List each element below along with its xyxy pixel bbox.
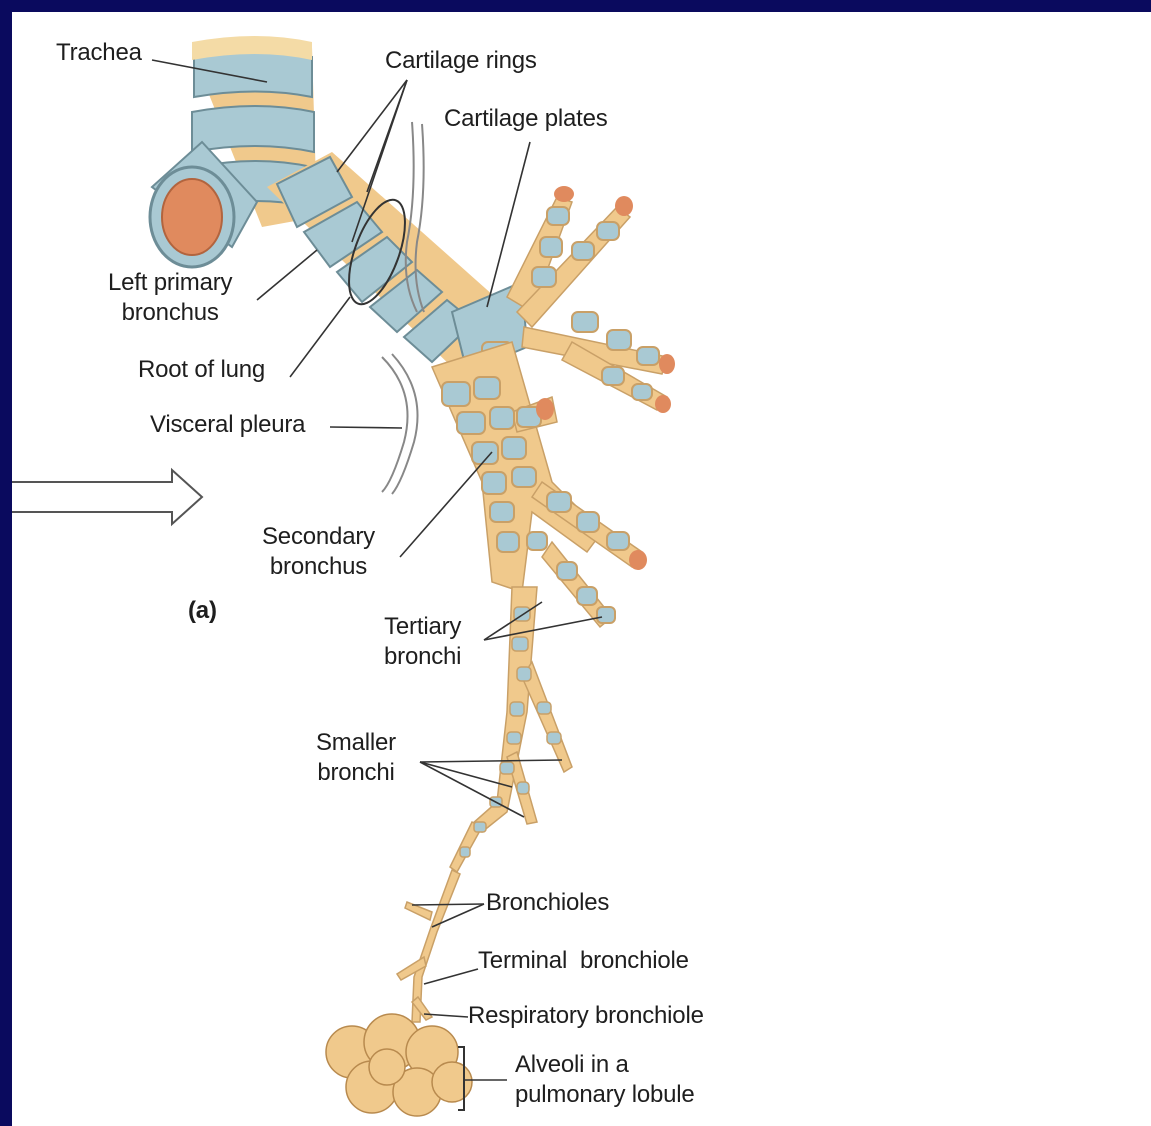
upper-branches bbox=[507, 197, 667, 410]
diagram-panel: Trachea Cartilage rings Cartilage plates… bbox=[12, 12, 1151, 1126]
label-smaller-bronchi-line2: bronchi bbox=[316, 758, 396, 788]
label-terminal-bronchiole: Terminal bronchiole bbox=[478, 946, 689, 976]
label-tertiary-bronchi-line1: Tertiary bbox=[384, 612, 461, 642]
label-tertiary-bronchi: Tertiary bronchi bbox=[384, 612, 461, 672]
label-visceral-pleura: Visceral pleura bbox=[150, 410, 305, 440]
label-alveoli: Alveoli in a pulmonary lobule bbox=[515, 1050, 695, 1110]
panel-label: (a) bbox=[188, 596, 217, 626]
label-cartilage-rings: Cartilage rings bbox=[385, 46, 537, 76]
label-root-of-lung: Root of lung bbox=[138, 355, 265, 385]
trachea-structure bbox=[150, 36, 317, 267]
label-alveoli-line1: Alveoli in a bbox=[515, 1050, 695, 1080]
label-tertiary-bronchi-line2: bronchi bbox=[384, 642, 461, 672]
label-left-primary-bronchus-line1: Left primary bbox=[108, 268, 232, 298]
label-secondary-bronchus-line2: bronchus bbox=[262, 552, 375, 582]
label-left-primary-bronchus-line2: bronchus bbox=[108, 298, 232, 328]
bronchioles-structure bbox=[397, 870, 460, 1022]
label-secondary-bronchus: Secondary bronchus bbox=[262, 522, 375, 582]
label-cartilage-plates: Cartilage plates bbox=[444, 104, 608, 134]
alveoli-cluster bbox=[326, 1014, 472, 1116]
label-left-primary-bronchus: Left primary bronchus bbox=[108, 268, 232, 328]
label-secondary-bronchus-line1: Secondary bbox=[262, 522, 375, 552]
smaller-bronchi-structure bbox=[450, 587, 572, 872]
label-bronchioles: Bronchioles bbox=[486, 888, 609, 918]
orientation-arrow bbox=[12, 470, 202, 524]
label-smaller-bronchi-line1: Smaller bbox=[316, 728, 396, 758]
label-respiratory-bronchiole: Respiratory bronchiole bbox=[468, 1001, 704, 1031]
label-alveoli-line2: pulmonary lobule bbox=[515, 1080, 695, 1110]
label-trachea: Trachea bbox=[56, 38, 142, 68]
label-smaller-bronchi: Smaller bronchi bbox=[316, 728, 396, 788]
